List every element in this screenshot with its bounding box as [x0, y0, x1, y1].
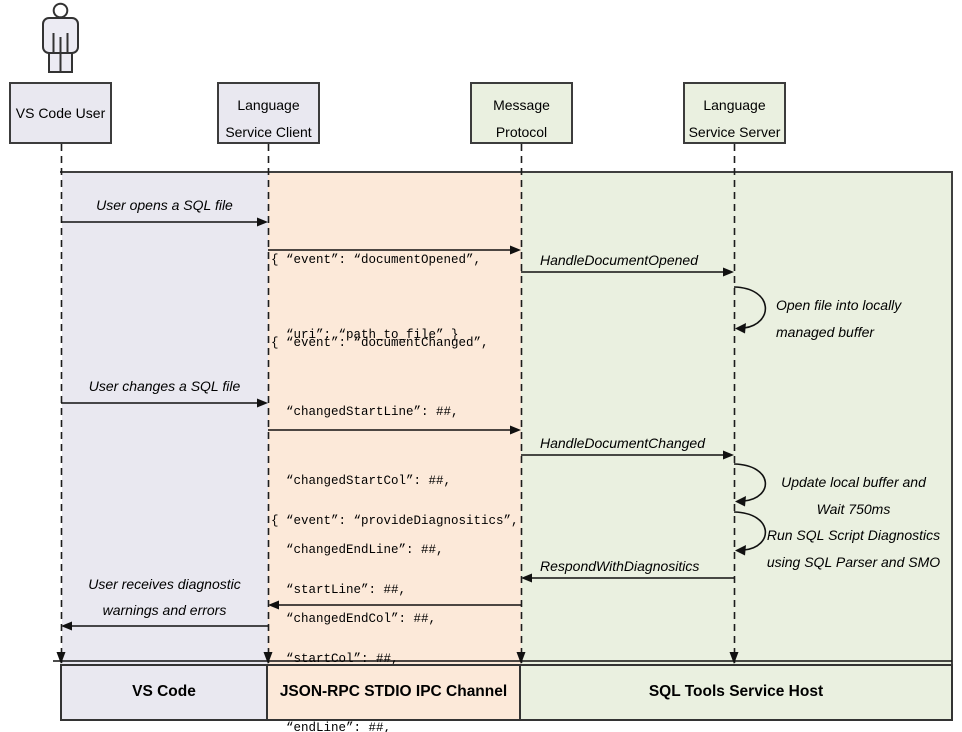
note-run-diagnostics: Run SQL Script Diagnostics using SQL Par…	[766, 527, 941, 570]
arrowheads	[56, 217, 746, 664]
participant-label-line2: Service Client	[225, 124, 312, 140]
participant-label-line2: Protocol	[495, 124, 548, 140]
participant-language-service-client: Language Service Client	[217, 82, 320, 144]
selfloop-run-diagnostics	[733, 511, 767, 551]
footer-service-host: SQL Tools Service Host	[521, 664, 953, 721]
lane-top-border	[60, 171, 953, 173]
participant-language-service-server: Language Service Server	[683, 82, 786, 144]
selfloop-update-buffer	[733, 463, 767, 502]
lane-ipc-channel	[268, 173, 521, 721]
person-icon	[42, 2, 79, 73]
participant-vscode-user: VS Code User	[9, 82, 112, 144]
message-receive-diagnostics: User receives diagnostic warnings and er…	[88, 576, 241, 618]
footer-vscode: VS Code	[60, 664, 268, 721]
footer-ipc-channel: JSON-RPC STDIO IPC Channel	[268, 664, 521, 721]
payload-provide-diagnostics: { “event”: “provideDiagnositics”, “start…	[271, 514, 519, 732]
message-open-file: User opens a SQL file	[96, 197, 233, 213]
message-change-file: User changes a SQL file	[88, 378, 241, 394]
participant-label-line1: Language	[703, 97, 766, 113]
selfloop-open-buffer	[733, 286, 767, 329]
message-handle-document-changed: HandleDocumentChanged	[540, 435, 705, 451]
message-respond-with-diagnostics: RespondWithDiagnositics	[540, 558, 700, 574]
participant-label-line1: Language	[237, 97, 300, 113]
participant-label: VS Code User	[15, 105, 106, 121]
lane-right-border	[951, 171, 953, 721]
note-open-buffer: Open file into locally managed buffer	[776, 297, 902, 340]
message-handle-document-opened: HandleDocumentOpened	[540, 252, 698, 268]
payload-document-opened: { “event”: “documentOpened”, “uri”: “pat…	[271, 253, 482, 342]
lane-service-host	[521, 173, 951, 721]
lane-vscode	[62, 173, 268, 721]
note-update-buffer: Update local buffer and Wait 750ms	[781, 474, 926, 517]
participant-message-protocol: Message Protocol	[470, 82, 573, 144]
participant-label-line1: Message	[493, 97, 550, 113]
participant-label-line2: Service Server	[688, 124, 781, 140]
